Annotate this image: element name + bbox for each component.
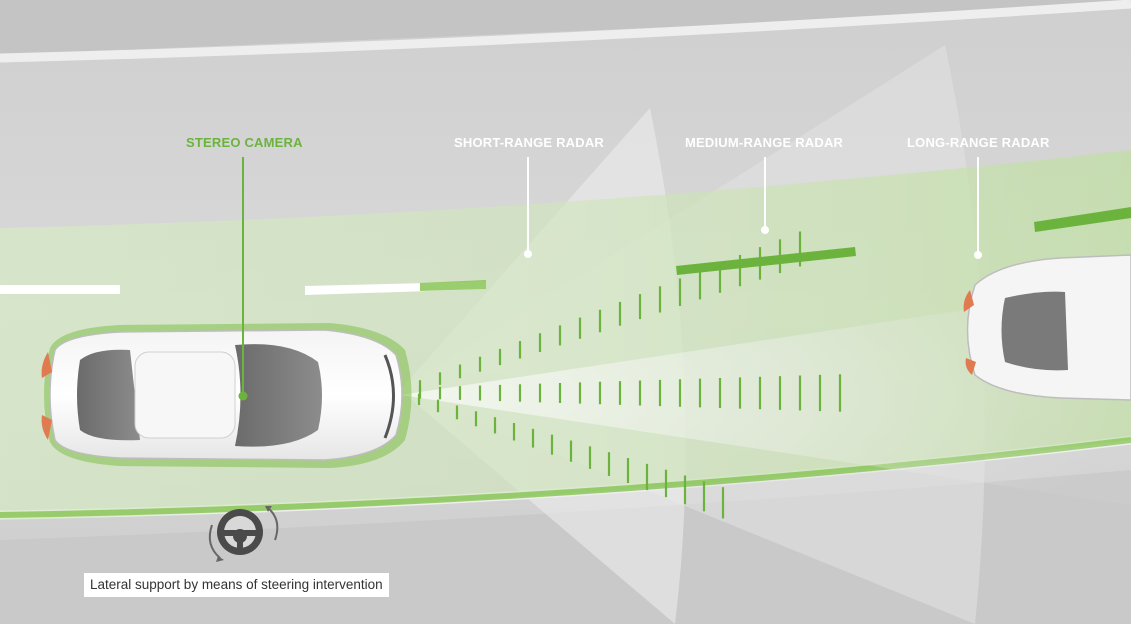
- car-windshield: [235, 344, 322, 447]
- car-roof: [134, 351, 236, 439]
- car-front-grille: [383, 354, 395, 439]
- car-rear-window: [77, 349, 140, 441]
- road-edge-top: [0, 0, 1131, 63]
- vehicle-ahead-rear-window: [1001, 291, 1068, 371]
- short-range-radar-dot: [524, 250, 532, 258]
- lane-marking: [0, 285, 120, 294]
- long-range-radar-label: LONG-RANGE RADAR: [907, 135, 1050, 150]
- steering-wheel-icon: [208, 506, 279, 562]
- stereo-camera-label: STEREO CAMERA: [186, 135, 303, 150]
- caption-box: Lateral support by means of steering int…: [84, 573, 389, 597]
- short-range-radar-label: SHORT-RANGE RADAR: [454, 135, 605, 150]
- lane-marking-detected: [420, 280, 486, 291]
- stereo-camera-dot: [238, 391, 248, 401]
- vehicle-ahead: [963, 254, 1131, 401]
- vehicle-ahead-taillight: [965, 358, 976, 375]
- vehicle-ahead-taillight: [963, 290, 974, 312]
- medium-range-radar-label: MEDIUM-RANGE RADAR: [685, 135, 844, 150]
- ego-car: [41, 323, 412, 468]
- medium-range-radar-dot: [761, 226, 769, 234]
- long-range-radar-dot: [974, 251, 982, 259]
- camera-field-of-view: [400, 285, 1131, 505]
- road-top-shoulder: [0, 0, 1131, 55]
- car-taillight: [41, 352, 52, 378]
- car-taillight: [41, 415, 52, 440]
- detected-lane-line: [1034, 207, 1131, 232]
